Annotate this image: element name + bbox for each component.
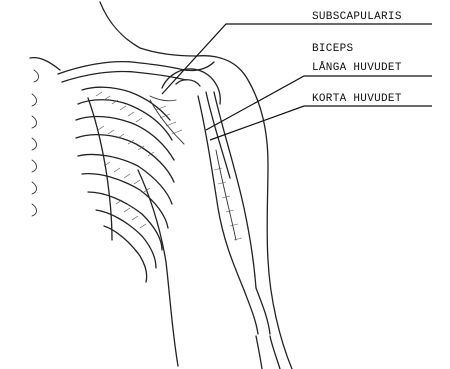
leader-subscapularis bbox=[162, 24, 432, 94]
label-long-head: LÅNGA HUVUDET bbox=[312, 61, 402, 74]
shoulder-joint bbox=[150, 69, 220, 104]
spine-marks bbox=[32, 70, 39, 216]
rib-cage bbox=[76, 87, 174, 282]
forearm bbox=[256, 336, 280, 369]
leader-lines bbox=[162, 24, 432, 140]
leader-short-head bbox=[210, 106, 432, 140]
label-biceps: BICEPS bbox=[312, 43, 354, 55]
label-short-head: KORTA HUVUDET bbox=[312, 93, 402, 105]
label-subscapularis: SUBSCAPULARIS bbox=[312, 11, 402, 23]
clavicle bbox=[58, 62, 214, 82]
